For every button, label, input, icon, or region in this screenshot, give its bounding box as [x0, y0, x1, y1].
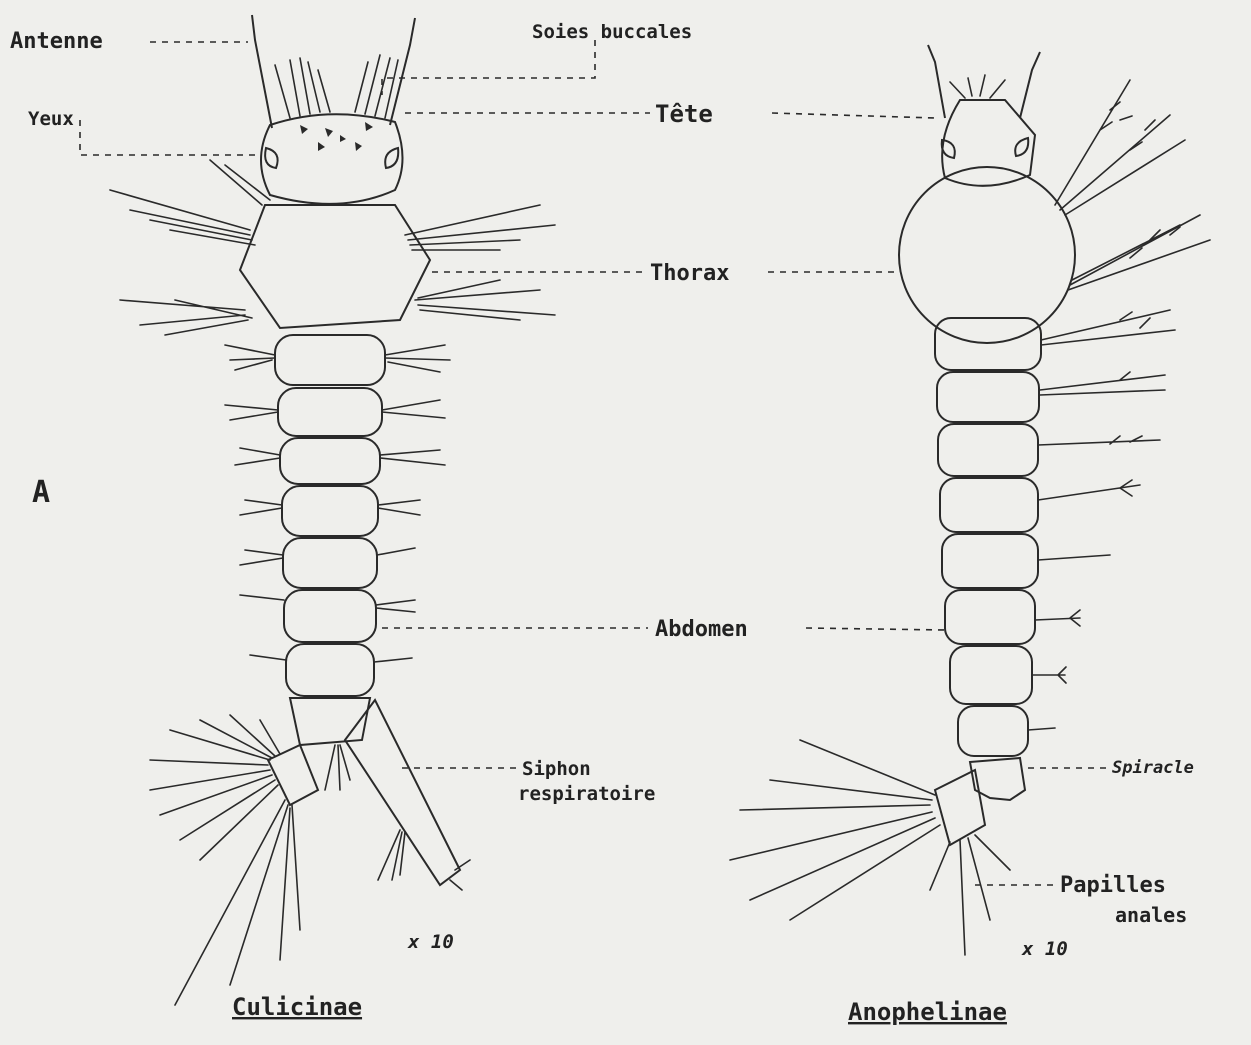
label-abdomen: Abdomen — [655, 617, 748, 642]
culicinae-eye-left — [265, 148, 278, 168]
anophelinae-thorax — [899, 167, 1075, 343]
culicinae-antenna-left — [252, 15, 272, 128]
magnification-left: x 10 — [407, 931, 454, 953]
culicinae-thorax-hairs — [110, 160, 555, 335]
leader-lines — [80, 40, 1108, 885]
label-thorax: Thorax — [650, 261, 729, 286]
leader-abdomen-right — [806, 628, 945, 630]
anophelinae-thorax-feathered-hairs — [1055, 80, 1210, 290]
culicinae-abdomen-hairs — [225, 345, 450, 662]
anophelinae-larva — [730, 45, 1210, 955]
culicinae-mouth-brushes — [275, 55, 398, 118]
culicinae-head-spots — [300, 122, 373, 151]
label-papilles: Papilles — [1060, 873, 1166, 898]
culicinae-eye-right — [385, 148, 398, 168]
anophelinae-spiracle-plate — [970, 758, 1025, 800]
label-antenne: Antenne — [10, 29, 103, 54]
label-tete: Tête — [655, 100, 713, 128]
anophelinae-abdomen — [935, 318, 1041, 756]
label-siphon: Siphon — [522, 758, 591, 780]
label-spiracle: Spiracle — [1112, 758, 1194, 778]
anophelinae-abdomen-hairs — [1028, 310, 1175, 730]
label-anales: anales — [1115, 903, 1187, 927]
culicinae-larva — [110, 15, 555, 1005]
anophelinae-anal-brush — [730, 740, 1010, 955]
magnification-right: x 10 — [1021, 938, 1068, 960]
culicinae-antenna-right — [390, 18, 415, 125]
label-yeux: Yeux — [28, 108, 74, 130]
anophelinae-mouth-brushes — [950, 75, 1005, 98]
culicinae-thorax — [240, 205, 430, 328]
culicinae-abdomen — [275, 335, 385, 745]
leader-soies — [382, 40, 595, 95]
caption-culicinae: Culicinae — [232, 993, 362, 1021]
label-soies-buccales: Soies buccales — [532, 21, 692, 43]
anophelinae-anal-segment — [935, 770, 985, 845]
culicinae-anal-brush — [150, 715, 300, 1005]
culicinae-siphon-tufts — [325, 745, 470, 890]
caption-anophelinae: Anophelinae — [848, 998, 1007, 1026]
leader-yeux — [80, 120, 262, 155]
figure-letter: A — [32, 475, 50, 510]
culicinae-anal-segment — [268, 745, 318, 805]
anophelinae-antenna-left — [928, 45, 945, 118]
culicinae-head — [261, 114, 403, 204]
anophelinae-antenna-right — [1020, 52, 1040, 118]
leader-tete-right — [772, 113, 935, 118]
anophelinae-eye-right — [1015, 138, 1028, 156]
label-respiratoire: respiratoire — [518, 783, 655, 805]
